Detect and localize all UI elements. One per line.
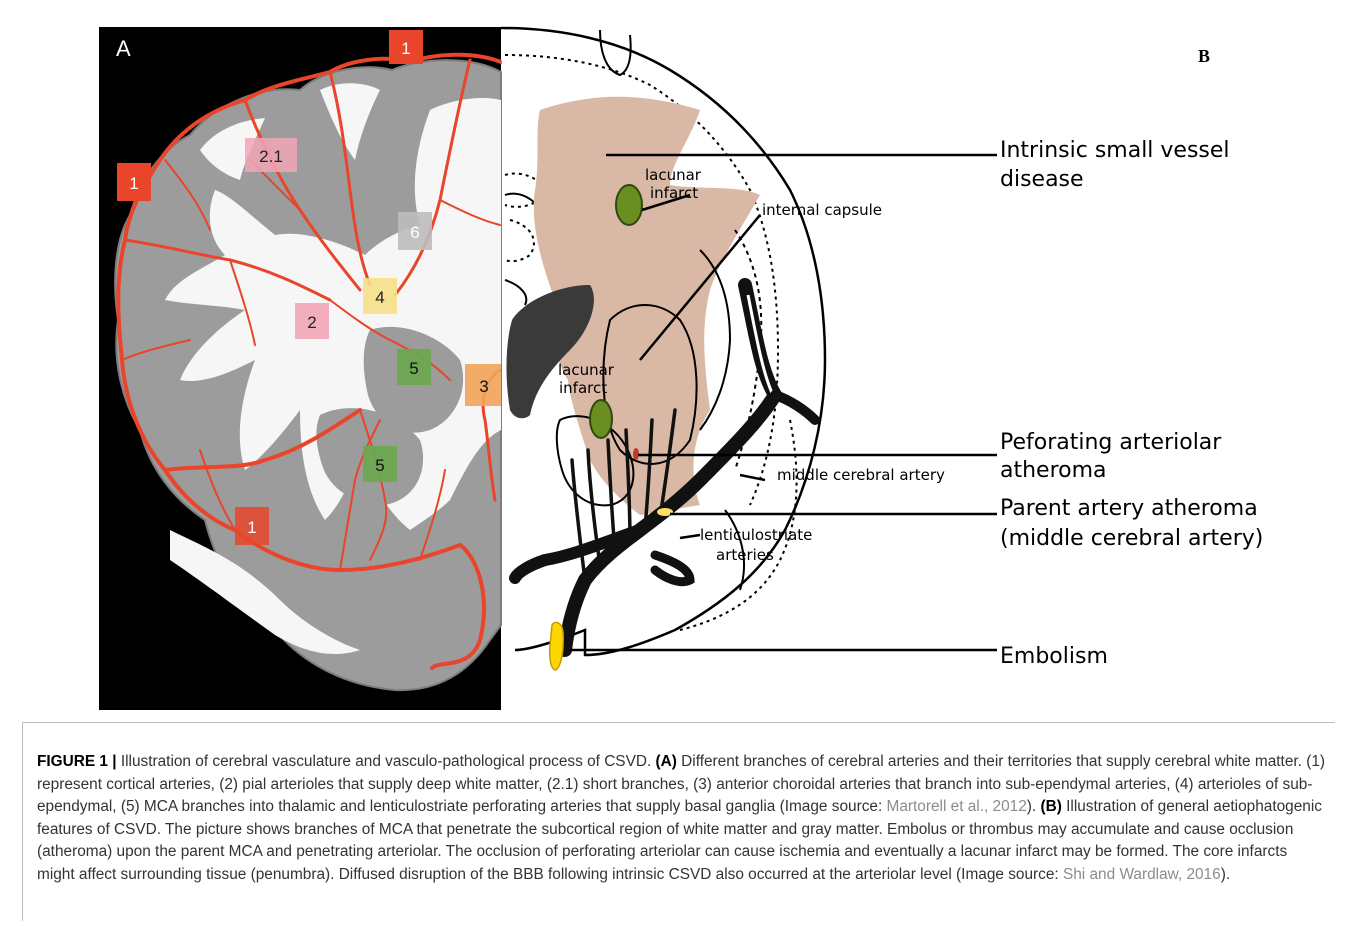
svg-text:1: 1 <box>129 174 138 193</box>
callout-intrinsic-disease: disease <box>1000 167 1084 192</box>
marker-3: 3 <box>465 364 501 406</box>
caption-box: FIGURE 1 | Illustration of cerebral vasc… <box>22 722 1335 921</box>
citation-link-shi-wardlaw[interactable]: Shi and Wardlaw, 2016 <box>1063 866 1221 883</box>
marker-2-1: 2.1 <box>245 138 297 172</box>
svg-text:4: 4 <box>375 288 384 307</box>
caption-panel-b-end: ). <box>1221 866 1230 883</box>
marker-2: 2 <box>295 303 329 339</box>
citation-link-martorell[interactable]: Martorell et al., 2012 <box>887 798 1027 815</box>
panel-a: A 1 1 2.1 6 4 2 5 <box>99 27 501 710</box>
marker-4: 4 <box>363 278 397 314</box>
panel-b-label: B <box>1198 46 1210 66</box>
marker-1-top: 1 <box>389 30 423 64</box>
callout-parent-artery: Parent artery atheroma <box>1000 496 1258 521</box>
lacunar-infarct-low <box>590 400 612 438</box>
svg-text:3: 3 <box>479 377 488 396</box>
marker-5-upper: 5 <box>397 349 431 385</box>
label-lacunar-infarct-low-2: infarct <box>559 379 607 397</box>
marker-5-lower: 5 <box>363 446 397 482</box>
svg-text:2: 2 <box>307 313 316 332</box>
caption-figure-label: FIGURE 1 | <box>37 753 117 770</box>
label-internal-capsule: internal capsule <box>762 201 882 219</box>
label-middle-cerebral-artery: middle cerebral artery <box>777 466 945 484</box>
caption-panel-b-label: (B) <box>1040 798 1061 815</box>
svg-text:2.1: 2.1 <box>259 147 283 166</box>
label-lenticulostriate-2: arteries <box>716 546 774 564</box>
marker-6: 6 <box>398 212 432 250</box>
callout-parent-artery-2: (middle cerebral artery) <box>1000 526 1263 551</box>
callout-perforating-atheroma-2: atheroma <box>1000 458 1107 483</box>
label-lacunar-infarct-top: lacunar <box>645 166 702 184</box>
svg-text:6: 6 <box>410 223 419 242</box>
callout-embolism: Embolism <box>1000 644 1108 669</box>
svg-text:1: 1 <box>401 39 410 58</box>
label-lacunar-infarct-top-2: infarct <box>650 184 698 202</box>
svg-text:5: 5 <box>375 456 384 475</box>
caption-panel-a-end: ). <box>1027 798 1041 815</box>
label-lenticulostriate: lenticulostriate <box>700 526 812 544</box>
callout-intrinsic-small-vessel: Intrinsic small vessel <box>1000 138 1230 163</box>
callout-perforating-atheroma: Peforating arteriolar <box>1000 430 1222 455</box>
label-lacunar-infarct-low: lacunar <box>558 361 615 379</box>
panel-a-label: A <box>116 36 131 61</box>
figure-caption: FIGURE 1 | Illustration of cerebral vasc… <box>37 751 1327 887</box>
caption-panel-a-label: (A) <box>656 753 677 770</box>
lacunar-infarct-top <box>616 185 642 225</box>
embolus <box>550 622 563 670</box>
caption-intro: Illustration of cerebral vasculature and… <box>117 753 656 770</box>
svg-text:5: 5 <box>409 359 418 378</box>
panel-b: lacunar infarct internal capsule lacunar… <box>501 28 1263 670</box>
marker-1-left: 1 <box>117 163 151 201</box>
marker-1-bottom: 1 <box>235 507 269 545</box>
svg-text:1: 1 <box>247 518 256 537</box>
figure-1: A 1 1 2.1 6 4 2 5 <box>0 0 1355 720</box>
